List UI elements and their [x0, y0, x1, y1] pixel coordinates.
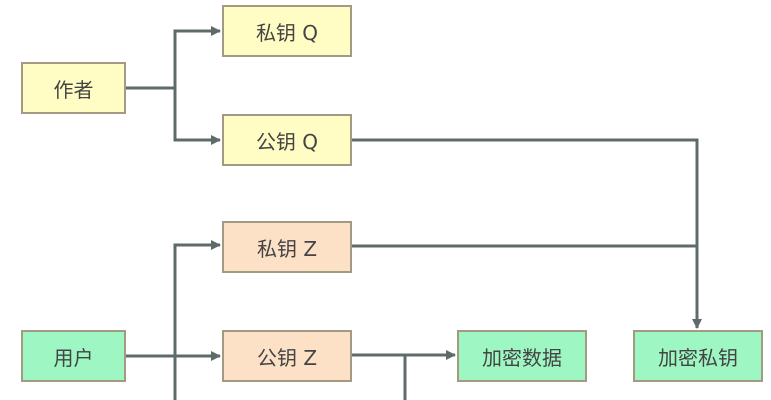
node-encrypted-data: 加密数据 [457, 330, 587, 382]
edge-user-to-private-z [173, 240, 221, 400]
edge-author-to-public-q [173, 88, 221, 145]
node-private-key-q-label: 私钥 Q [255, 20, 319, 45]
node-encrypted-data-label: 加密数据 [482, 345, 562, 370]
node-public-key-q-label: 公钥 Q [255, 129, 319, 154]
node-private-key-q: 私钥 Q [222, 5, 352, 57]
edge-author-to-private-q [173, 26, 221, 88]
node-author: 作者 [21, 62, 126, 114]
node-public-key-z: 公钥 Z [222, 330, 352, 382]
edge-public-q-to-encrypted-private-key [352, 138, 702, 329]
node-user-label: 用户 [53, 345, 94, 370]
node-encrypted-private-key-label: 加密私钥 [658, 345, 738, 370]
node-public-key-q: 公钥 Q [222, 114, 352, 166]
node-public-key-z-label: 公钥 Z [256, 345, 318, 370]
node-author-label: 作者 [53, 77, 94, 102]
node-private-key-z-label: 私钥 Z [256, 236, 318, 261]
node-encrypted-private-key: 加密私钥 [633, 330, 763, 382]
node-private-key-z: 私钥 Z [222, 221, 352, 273]
node-user: 用户 [21, 330, 126, 382]
